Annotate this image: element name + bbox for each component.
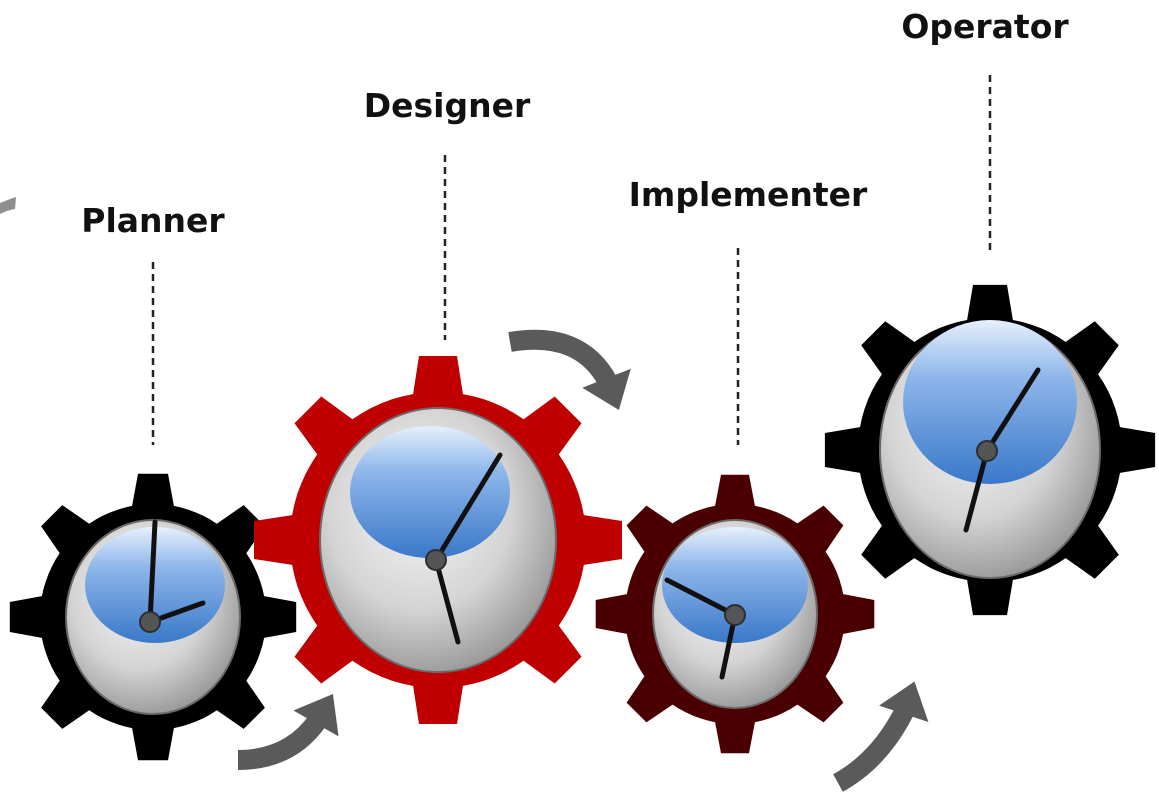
- arrow-planner-to-designer: [237, 693, 339, 770]
- operator-label: Operator: [901, 7, 1069, 46]
- planner-gear-icon: [9, 473, 297, 761]
- implementer-gear-icon: [595, 474, 875, 754]
- arrow-designer-top-shaft: [508, 329, 617, 388]
- arrow-planner-to-designer-shaft: [237, 713, 327, 770]
- arrow-fragment: [0, 197, 16, 214]
- arrow-designer-top: [508, 329, 631, 410]
- implementer-clock-face: [662, 527, 808, 643]
- planner-clock-hand-long: [147, 519, 158, 625]
- planner-clock-face: [85, 527, 225, 643]
- designer-clock-hand-short: [433, 557, 461, 645]
- planner-label: Planner: [81, 201, 225, 240]
- arrow-implementer-to-operator-head: [879, 681, 929, 722]
- connector-lines: [151, 75, 992, 445]
- operator-clock-hand-long: [984, 367, 1041, 454]
- arrow-planner-to-designer-head: [293, 693, 339, 737]
- planner-clock-hub: [139, 611, 161, 633]
- operator-clock-hand-short: [963, 448, 990, 533]
- arrow-implementer-to-operator: [833, 681, 929, 792]
- operator-clock-hub: [976, 440, 998, 462]
- designer-label: Designer: [364, 86, 531, 125]
- designer-gear-icon: [254, 356, 622, 724]
- implementer-clock-hand-long: [664, 577, 738, 618]
- designer-clock-hand-long: [433, 452, 503, 563]
- operator-clock-face: [903, 320, 1077, 484]
- implementer-label: Implementer: [629, 175, 868, 214]
- arrows-group: [237, 329, 929, 792]
- arrow-designer-top-head: [582, 368, 631, 410]
- designer-clock-hub: [425, 549, 447, 571]
- operator-gear-icon: [824, 284, 1156, 616]
- arrow-implementer-to-operator-shaft: [833, 705, 914, 792]
- implementer-clock-hub: [724, 604, 746, 626]
- designer-clock-face: [350, 426, 510, 558]
- gears-group: [9, 284, 1156, 761]
